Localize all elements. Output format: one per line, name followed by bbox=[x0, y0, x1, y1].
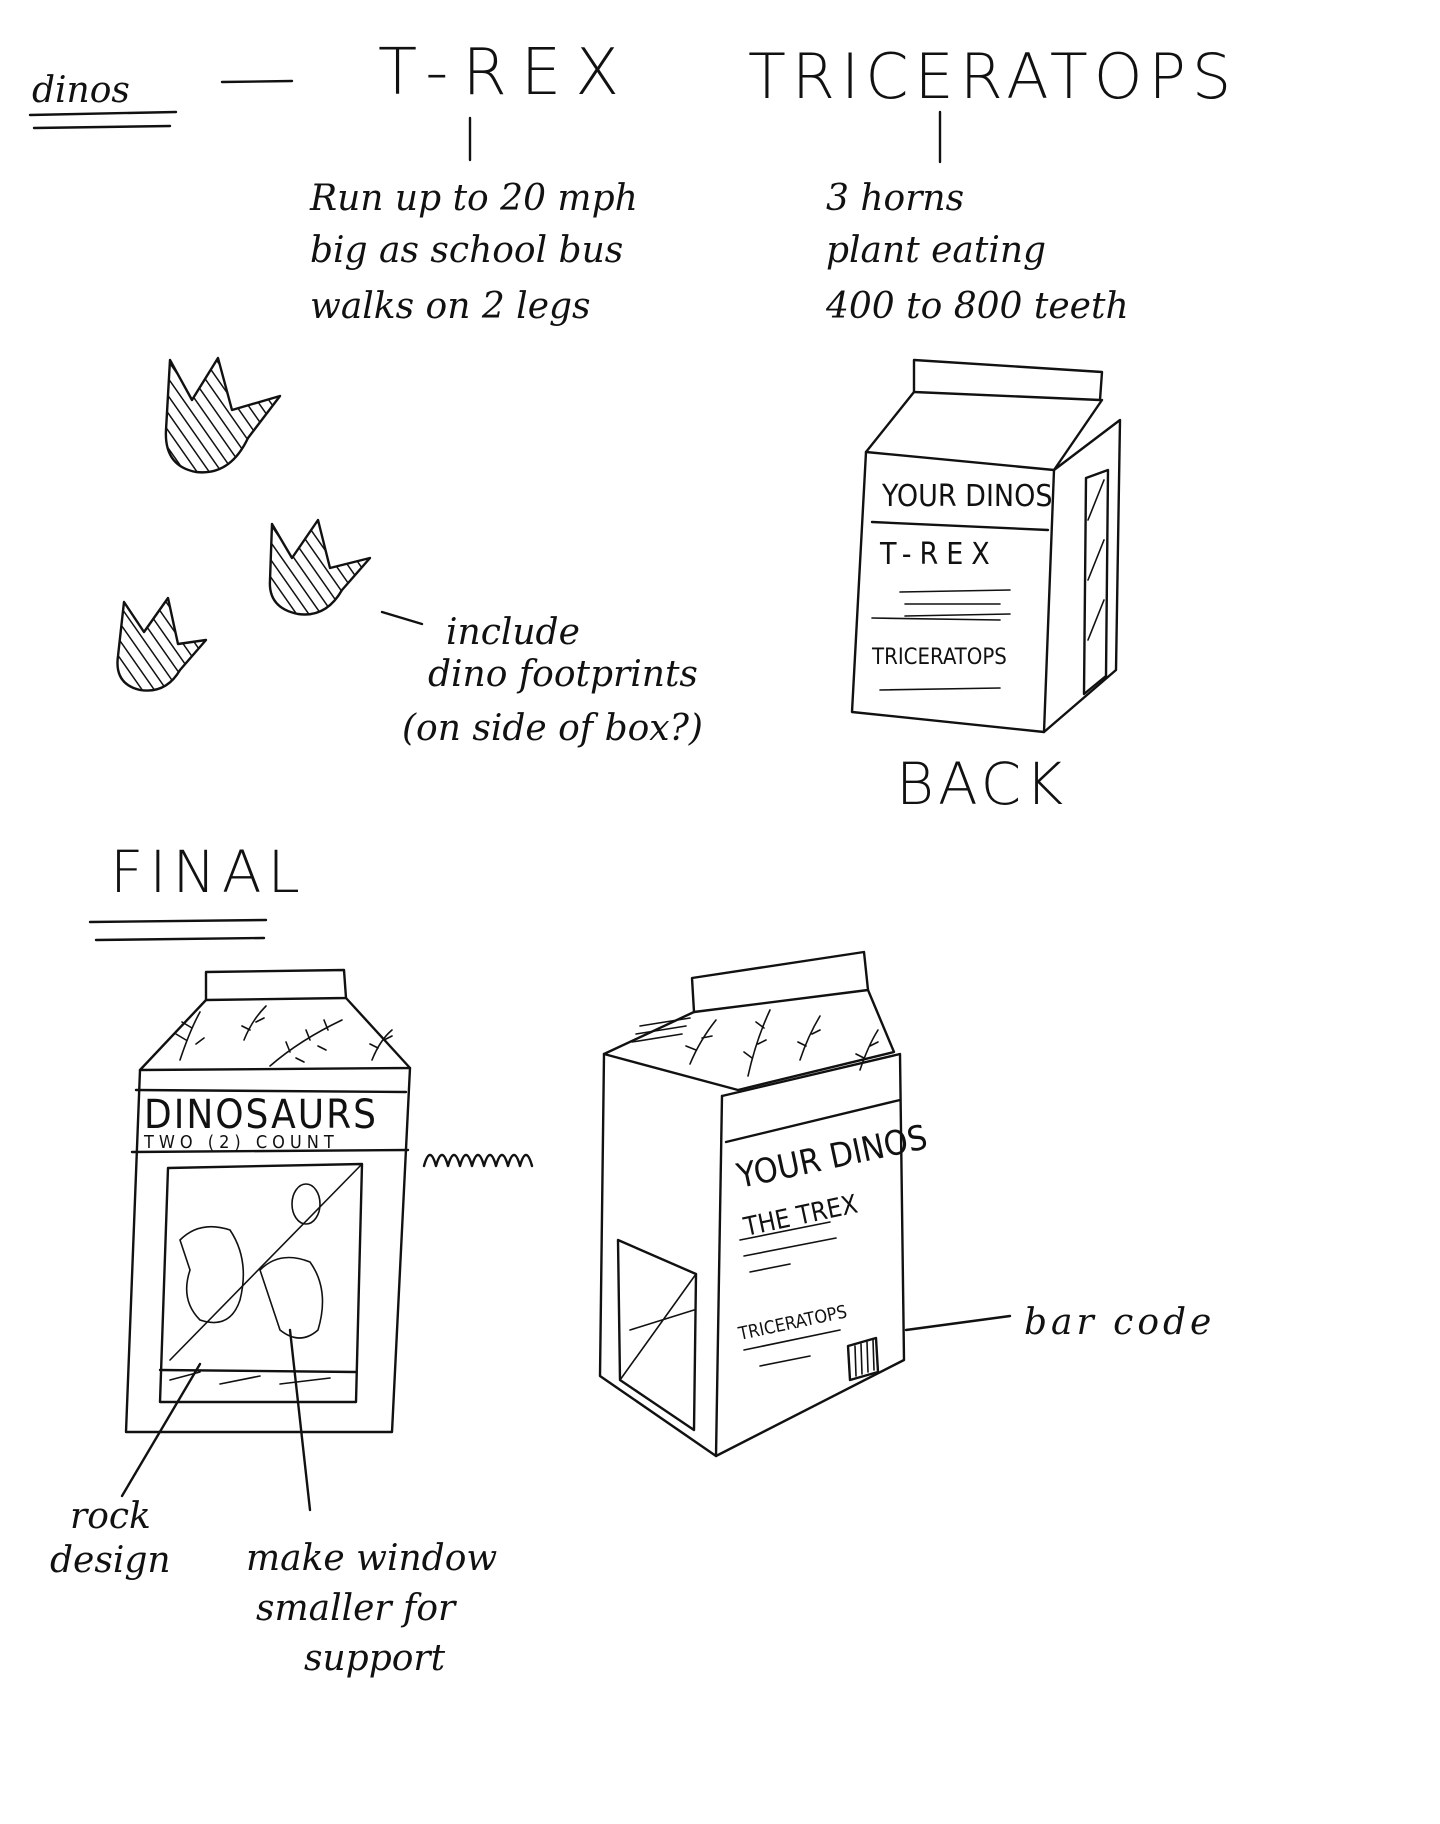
angled-box-item-1: THE TREX bbox=[740, 1190, 860, 1244]
triceratops-fact-3: 400 to 800 teeth bbox=[825, 286, 1129, 327]
bar-code-note: bar code bbox=[1024, 1302, 1215, 1343]
final-underline bbox=[88, 918, 268, 942]
heading-dinos: dinos bbox=[32, 70, 130, 111]
rock-design-note-2: design bbox=[50, 1540, 171, 1581]
footprints-note-2: dino footprints bbox=[428, 654, 698, 695]
triceratops-fact-2: plant eating bbox=[826, 230, 1046, 271]
rock-design-note-1: rock bbox=[70, 1496, 151, 1537]
trex-fact-2: big as school bus bbox=[310, 230, 623, 271]
window-note-1: make window bbox=[246, 1538, 497, 1579]
footprints-note-3: (on side of box?) bbox=[402, 708, 703, 749]
final-heading: FINAL bbox=[110, 838, 306, 906]
window-note-2: smaller for bbox=[256, 1588, 457, 1629]
rock-design-pointer bbox=[120, 1362, 202, 1498]
back-box-sketch bbox=[850, 358, 1122, 734]
back-box-item-1: T-REX bbox=[879, 537, 998, 572]
front-box-sketch bbox=[124, 968, 534, 1434]
footprints-pointer bbox=[380, 610, 424, 626]
window-note-pointer bbox=[288, 1328, 312, 1512]
footprint-icon bbox=[116, 596, 208, 692]
front-box-title: DINOSAURS bbox=[144, 1092, 378, 1138]
heading-dash bbox=[220, 79, 294, 84]
heading-underline bbox=[28, 110, 178, 130]
angled-box-sketch bbox=[598, 950, 1012, 1458]
back-box-title: YOUR DINOS bbox=[881, 479, 1052, 514]
back-box-item-2: TRICERATOPS bbox=[871, 645, 1007, 670]
angled-box-item-2: TRICERATOPS bbox=[736, 1301, 849, 1345]
front-box-subtitle: TWO (2) COUNT bbox=[143, 1132, 339, 1153]
footprint-icon bbox=[268, 518, 372, 616]
triceratops-fact-1: 3 horns bbox=[826, 178, 964, 219]
back-box-caption: BACK bbox=[896, 750, 1067, 818]
footprint-icon bbox=[164, 356, 282, 474]
window-note-3: support bbox=[304, 1638, 446, 1679]
trex-fact-3: walks on 2 legs bbox=[310, 286, 591, 327]
trex-name: T-REX bbox=[378, 36, 633, 110]
footprints-note-1: include bbox=[446, 612, 580, 653]
trex-fact-1: Run up to 20 mph bbox=[309, 178, 638, 219]
triceratops-name: TRICERATOPS bbox=[748, 40, 1237, 113]
